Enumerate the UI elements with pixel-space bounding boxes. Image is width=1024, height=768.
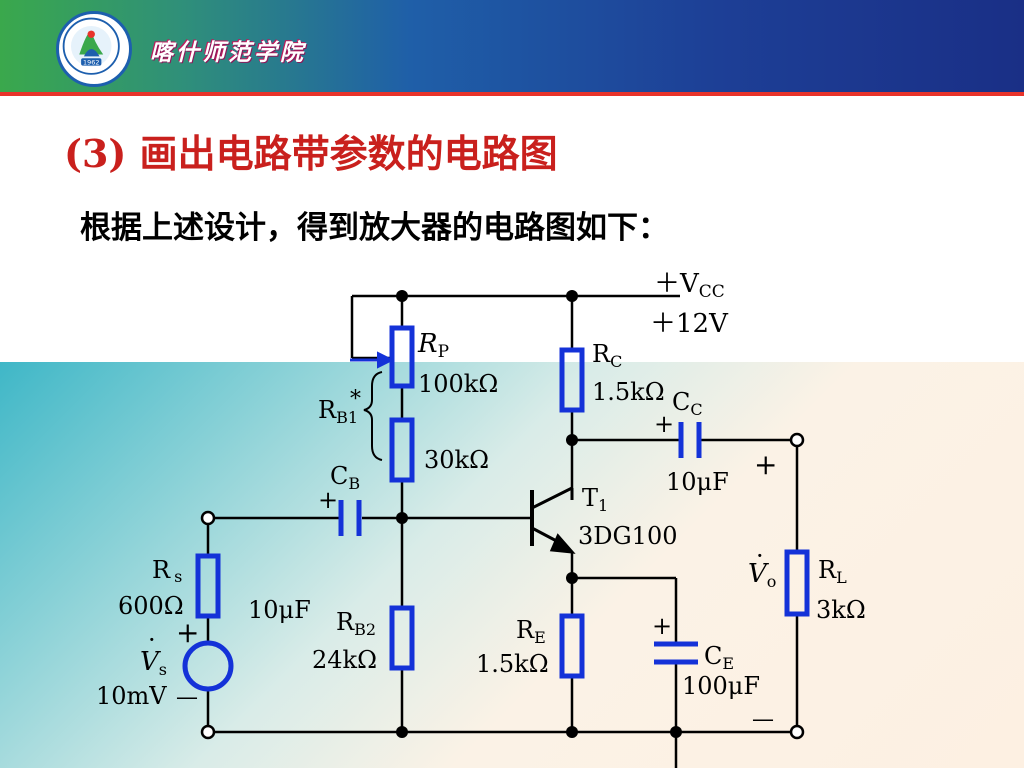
slide-title: (3) 画出电路带参数的电路图 [64,123,558,178]
junction-dot [396,726,408,738]
rb1-star: * [350,387,361,412]
wires [206,294,799,768]
background-gradient [0,362,1024,768]
vs-dot: · [148,626,156,654]
rs-value: 600Ω [118,592,184,620]
header-divider [0,92,1024,96]
output-ground-terminal [789,724,805,740]
vs-label: Vs [140,647,167,679]
junction-dot [396,512,408,524]
rc-value: 1.5kΩ [592,378,665,406]
resistor-rp [389,325,415,389]
cc-label: CC [672,388,703,419]
terminals [200,432,805,740]
cc-value: 10μF [666,468,729,496]
rb2-label: RB2 [336,608,376,639]
school-emblem-icon: 1962 [56,11,132,87]
vs-plus: + [176,616,199,649]
input-terminal [200,510,216,526]
vcc-value: ＋12V [650,309,729,339]
labels: ＋VCC ＋12V RP 100kΩ RB1 * 30kΩ RC 1.5kΩ C… [96,269,866,732]
input-ground-terminal [200,724,216,740]
vo-label: Vo [748,559,776,591]
junction-dots [396,290,682,738]
junction-dot [566,572,578,584]
cb-value: 10μF [248,596,311,624]
school-name: 喀什师范学院 [150,39,306,66]
transistor-collector-lead [531,486,573,510]
t1-model: 3DG100 [578,522,678,550]
rp-value: 100kΩ [418,370,498,398]
rb1-value: 30kΩ [424,446,489,474]
transistor-t1 [530,486,576,554]
junction-dot [566,434,578,446]
rc-label: RC [592,340,622,371]
resistor-rl [784,549,810,617]
vs-minus: — [176,685,198,710]
ce-label: CE [704,642,734,673]
vo-plus: + [754,448,777,481]
rb1-brace [363,371,383,461]
resistor-re [559,613,585,679]
t1-label: T1 [582,484,608,515]
transistor-emitter-arrow [549,533,576,554]
logo-year: 1962 [83,59,99,67]
cb-label: CB [330,462,360,493]
rp-wiper-arrow-head [377,351,395,369]
vo-dot: · [756,542,764,570]
slide-title-text: 画出电路带参数的电路图 [139,132,558,176]
re-value: 1.5kΩ [476,650,549,678]
rb1-label: RB1 [318,396,358,427]
re-label: RE [516,616,546,647]
junction-dot [566,290,578,302]
components [182,325,810,692]
vo-minus: — [752,707,774,732]
vcc-label: ＋VCC [654,269,725,302]
rl-label: RL [818,556,847,587]
ce-plus: + [652,612,672,640]
resistor-rb2 [389,605,415,671]
signal-source-vs [182,640,234,692]
junction-dot [396,290,408,302]
resistor-rc [559,347,585,413]
intro-text: 根据上述设计，得到放大器的电路图如下： [80,210,669,246]
vs-value: 10mV [96,682,167,710]
rp-label: RP [417,329,449,362]
cb-plus: + [318,486,338,514]
resistor-rb1 [389,417,415,483]
rb2-value: 24kΩ [312,646,377,674]
slide-title-number: (3) [64,131,127,176]
resistor-rs [195,553,221,619]
output-terminal [789,432,805,448]
ce-value: 100μF [682,672,760,700]
cc-plus: + [654,410,674,438]
junction-dot [566,726,578,738]
header-banner [0,0,1024,92]
junction-dot [670,726,682,738]
rl-value: 3kΩ [816,596,866,624]
